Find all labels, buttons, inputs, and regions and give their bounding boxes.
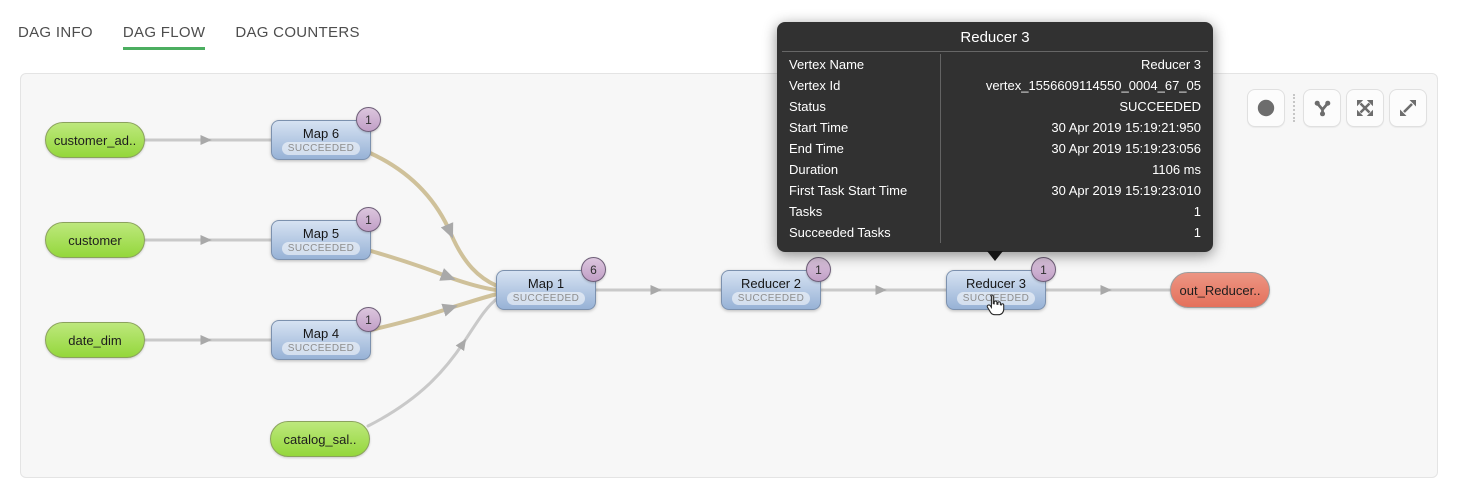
tooltip-row-value: Reducer 3 (1141, 57, 1201, 72)
task-count-badge: 1 (356, 107, 381, 132)
source-node-catalog-sal[interactable]: catalog_sal.. (270, 421, 370, 457)
vertex-tooltip: Reducer 3 Vertex Name Reducer 3 Vertex I… (777, 22, 1213, 261)
vertex-status-badge: SUCCEEDED (956, 291, 1036, 305)
vertex-status-badge: SUCCEEDED (281, 341, 361, 355)
vertex-name: Reducer 3 (966, 275, 1026, 291)
vertex-name: Reducer 2 (741, 275, 801, 291)
source-label: customer (68, 232, 122, 248)
tooltip-row-label: Vertex Id (789, 75, 941, 96)
source-label: date_dim (68, 332, 122, 348)
tooltip-row-label: First Task Start Time (789, 180, 941, 201)
graph-toolbar (1247, 89, 1427, 127)
vertex-name: Map 6 (302, 125, 340, 141)
circle-icon (1257, 99, 1275, 117)
tooltip-row: End Time 30 Apr 2019 15:19:23:056 (777, 138, 1213, 159)
tooltip-row: Succeeded Tasks 1 (777, 222, 1213, 243)
fit-to-screen-button[interactable] (1346, 89, 1384, 127)
tooltip-row-value: 1106 ms (1152, 162, 1201, 177)
tooltip-title: Reducer 3 (782, 25, 1208, 52)
tooltip-row-value: 30 Apr 2019 15:19:23:010 (1051, 183, 1201, 198)
vertex-name: Map 4 (302, 325, 340, 341)
tooltip-row: Duration 1106 ms (777, 159, 1213, 180)
orientation-toggle-button[interactable] (1247, 89, 1285, 127)
tooltip-row-label: Start Time (789, 117, 941, 138)
vertex-status-badge: SUCCEEDED (281, 141, 361, 155)
toggle-additionals-button[interactable] (1303, 89, 1341, 127)
tooltip-row-label: Vertex Name (789, 54, 941, 75)
vertex-status-badge: SUCCEEDED (281, 241, 361, 255)
edge-catalog-sal-to-map1 (366, 296, 500, 428)
tab-dag-counters[interactable]: DAG COUNTERS (235, 24, 360, 41)
task-count-badge: 1 (356, 207, 381, 232)
tooltip-row-label: End Time (789, 138, 941, 159)
tooltip-row-label: Status (789, 96, 941, 117)
tooltip-row: Start Time 30 Apr 2019 15:19:21:950 (777, 117, 1213, 138)
vertex-node-map1[interactable]: Map 1 SUCCEEDED 6 (496, 257, 606, 310)
tooltip-row-value: 30 Apr 2019 15:19:21:950 (1051, 120, 1201, 135)
tooltip-row-value: 1 (1193, 204, 1201, 219)
edge-map6-to-map1 (368, 151, 499, 288)
tooltip-row-value: 1 (1193, 225, 1201, 240)
vertex-name: Map 5 (302, 225, 340, 241)
tooltip-row: Status SUCCEEDED (777, 96, 1213, 117)
task-count-badge: 1 (806, 257, 831, 282)
vertex-node-reducer2[interactable]: Reducer 2 SUCCEEDED 1 (721, 257, 831, 310)
fullscreen-button[interactable] (1389, 89, 1427, 127)
vertex-node-map6[interactable]: Map 6 SUCCEEDED 1 (271, 107, 381, 160)
fit-to-screen-icon (1357, 100, 1373, 116)
tooltip-row-label: Succeeded Tasks (789, 222, 941, 243)
tooltip-row: Tasks 1 (777, 201, 1213, 222)
tab-dag-flow[interactable]: DAG FLOW (122, 24, 206, 50)
cursor-pointer-icon (983, 293, 1005, 322)
tooltip-caret (987, 251, 1003, 261)
vertex-node-map5[interactable]: Map 5 SUCCEEDED 1 (271, 207, 381, 260)
tooltip-row: Vertex Name Reducer 3 (777, 54, 1213, 75)
fork-icon (1314, 100, 1330, 116)
dag-edges-layer (143, 134, 1172, 428)
tooltip-row-value: 30 Apr 2019 15:19:23:056 (1051, 141, 1201, 156)
tooltip-row-value: vertex_1556609114550_0004_67_05 (985, 78, 1201, 93)
dag-flow-canvas[interactable]: customer_ad.. customer date_dim catalog_… (20, 73, 1438, 478)
dag-tab-bar: DAG INFO DAG FLOW DAG COUNTERS (18, 24, 360, 50)
vertex-status-badge: SUCCEEDED (506, 291, 586, 305)
fullscreen-icon (1400, 100, 1416, 116)
tooltip-row: First Task Start Time 30 Apr 2019 15:19:… (777, 180, 1213, 201)
source-node-customer[interactable]: customer (45, 222, 145, 258)
vertex-status-badge: SUCCEEDED (731, 291, 811, 305)
tooltip-row: Vertex Id vertex_1556609114550_0004_67_0… (777, 75, 1213, 96)
edge-map4-to-map1 (369, 292, 499, 332)
task-count-badge: 1 (356, 307, 381, 332)
task-count-badge: 6 (581, 257, 606, 282)
edge-map5-to-map1 (369, 249, 498, 292)
sink-node-out-reducer[interactable]: out_Reducer.. (1170, 272, 1270, 308)
source-label: customer_ad.. (53, 132, 137, 148)
vertex-node-map4[interactable]: Map 4 SUCCEEDED 1 (271, 307, 381, 360)
vertex-name: Map 1 (527, 275, 565, 291)
source-node-customer-ad[interactable]: customer_ad.. (45, 122, 145, 158)
task-count-badge: 1 (1031, 257, 1056, 282)
source-node-date-dim[interactable]: date_dim (45, 322, 145, 358)
tab-dag-info[interactable]: DAG INFO (18, 24, 93, 41)
tooltip-row-value: SUCCEEDED (1119, 99, 1201, 114)
sink-label: out_Reducer.. (1179, 282, 1261, 298)
source-label: catalog_sal.. (283, 431, 357, 447)
toolbar-separator (1293, 94, 1295, 122)
tooltip-row-label: Duration (789, 159, 941, 180)
tooltip-row-label: Tasks (789, 201, 941, 222)
